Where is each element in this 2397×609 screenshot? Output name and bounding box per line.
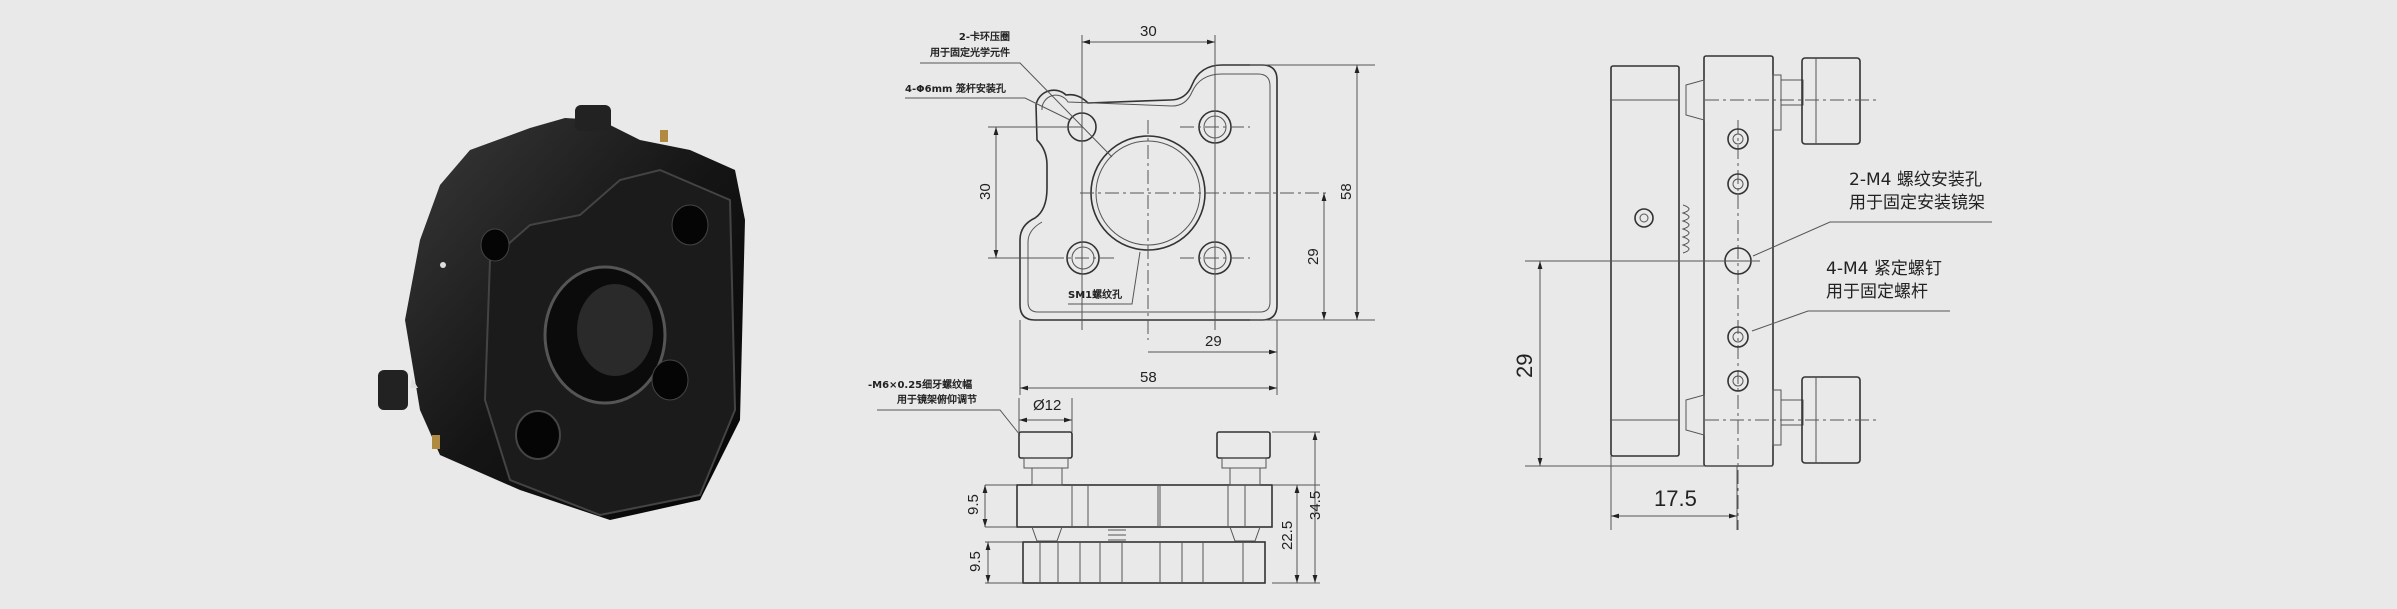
dim-inner: 22.5 xyxy=(1279,521,1296,550)
dim-height-left: 30 xyxy=(977,183,994,200)
dim-side-depth: 17.5 xyxy=(1654,486,1697,511)
callout-mount-holes-1: 2-M4 螺纹安装孔 xyxy=(1849,170,1982,190)
callout-mount-holes-2: 用于固定安装镜架 xyxy=(1849,193,1985,213)
callout-sm1: SM1螺纹孔 xyxy=(1068,288,1122,301)
dim-width-top: 30 xyxy=(1140,23,1157,40)
dim-width-total: 58 xyxy=(1140,369,1157,386)
dim-total: 34.5 xyxy=(1307,491,1324,520)
callout-retaining-ring-1: 2-卡环压圈 xyxy=(959,30,1010,43)
side-view-drawing: 29 17.5 2-M4 螺纹安装孔 用于固定安装镜架 4-M4 紧定螺钉 用于… xyxy=(1512,55,1992,530)
front-view-drawing: 30 30 58 29 29 58 2-卡环压圈 用于固定光学元件 4-Φ6mm… xyxy=(905,23,1375,395)
dim-center-right: 29 xyxy=(1305,248,1322,265)
dim-knob-diameter: Ø12 xyxy=(1033,397,1061,414)
callout-adjuster-2: 用于镜架俯仰调节 xyxy=(896,393,977,406)
dim-height-right: 58 xyxy=(1338,183,1355,200)
product-photo-kinematic-mount xyxy=(378,105,745,520)
callout-retaining-ring-2: 用于固定光学元件 xyxy=(929,46,1010,59)
callout-set-screws-1: 4-M4 紧定螺钉 xyxy=(1826,259,1942,279)
dim-bottom-plate: 9.5 xyxy=(967,551,984,572)
dim-top-plate: 9.5 xyxy=(965,494,982,515)
callout-cage-holes: 4-Φ6mm 笼杆安装孔 xyxy=(905,82,1006,95)
callout-adjuster-1: -M6×0.25细牙螺纹幅 xyxy=(868,378,972,391)
callout-set-screws-2: 用于固定螺杆 xyxy=(1826,282,1928,302)
dim-center-bottom: 29 xyxy=(1205,333,1222,350)
dim-side-height: 29 xyxy=(1512,354,1537,378)
side-holes xyxy=(1634,128,1752,392)
top-view-drawing: Ø12 9.5 9.5 22.5 34.5 -M6×0.25细牙螺纹幅 用于镜架… xyxy=(868,378,1324,584)
